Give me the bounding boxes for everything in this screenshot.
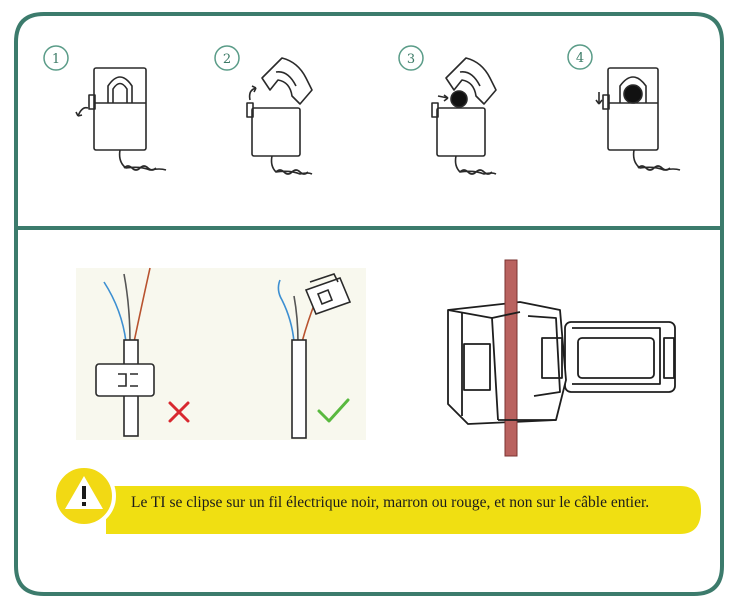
step-number-circle [398,45,424,71]
current-clamp-opening [246,57,313,175]
step-number-2: 2 [223,52,231,67]
warning-banner [106,486,701,534]
warning-triangle-icon [65,476,103,509]
step-2: 2 [214,45,313,175]
cross-icon [168,401,190,423]
step-number-1: 1 [52,52,60,67]
right-example [277,273,352,439]
step-1: 1 [43,45,167,171]
step-number-4: 4 [576,51,584,66]
current-clamp-closed [75,67,167,171]
wrong-example [95,267,190,437]
frame-border [14,12,724,596]
clamp-front-overlap [491,311,556,421]
step-number-circle [567,44,593,70]
warning-message: Le TI se clipse sur un fil électrique no… [131,494,650,511]
current-clamp-insert-wire [431,57,497,175]
red-wire [504,259,518,457]
check-icon [317,398,350,423]
step-number-circle [43,45,69,71]
step-number-circle [214,45,240,71]
step-3: 3 [398,45,497,175]
clamp-closeup [447,301,676,425]
step-4: 4 [567,44,681,171]
step-number-3: 3 [407,52,415,67]
current-clamp-closed-on-wire [595,67,681,171]
